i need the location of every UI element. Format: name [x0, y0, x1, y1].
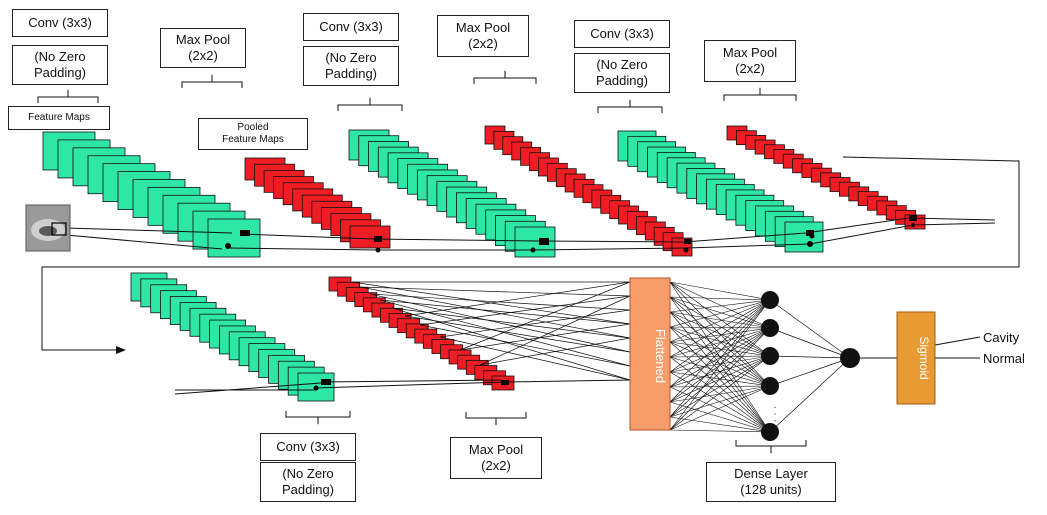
- pool4-label: Max Pool (2x2): [450, 437, 542, 479]
- dense-node-4: [761, 377, 779, 395]
- dense-node-5: [761, 423, 779, 441]
- flattened-layer: [629, 277, 671, 431]
- dense-node-2: [761, 319, 779, 337]
- conv2-label: Conv (3x3): [303, 13, 399, 41]
- conv1-label: Conv (3x3): [12, 9, 108, 37]
- dense-node-1: [761, 291, 779, 309]
- output-cavity-label: Cavity: [983, 330, 1020, 345]
- output-normal-label: Normal: [983, 351, 1025, 366]
- conv2-padding-label: (No Zero Padding): [303, 46, 399, 86]
- input-image-icon: [25, 204, 71, 252]
- conv4-stack: [130, 272, 335, 402]
- pool2-label: Max Pool (2x2): [437, 15, 529, 57]
- pool2-stack: [484, 125, 693, 257]
- output-node: [840, 348, 860, 368]
- pool1-label: Max Pool (2x2): [160, 28, 246, 68]
- braces: [37, 70, 807, 454]
- conv3-label: Conv (3x3): [574, 20, 670, 48]
- sigmoid-layer: [896, 311, 936, 405]
- conv4-label: Conv (3x3): [260, 433, 356, 461]
- dense-dots: · · ·: [769, 405, 781, 422]
- dense-layer-label: Dense Layer (128 units): [706, 462, 836, 502]
- conv1-stack: [42, 131, 261, 258]
- feature-maps-label: Feature Maps: [8, 106, 110, 130]
- pool1-stack: [244, 157, 391, 249]
- conv3-padding-label: (No Zero Padding): [574, 53, 670, 93]
- sigmoid-label: Sigmoid: [917, 336, 931, 379]
- pooled-maps-label: Pooled Feature Maps: [198, 118, 308, 150]
- dense-node-3: [761, 347, 779, 365]
- connection-lines: [41, 156, 1020, 433]
- conv3-stack: [617, 130, 824, 253]
- pool3-label: Max Pool (2x2): [704, 40, 796, 82]
- pool4-stack: [328, 276, 515, 391]
- feature-map-stacks: [42, 125, 926, 402]
- conv4-padding-label: (No Zero Padding): [260, 462, 356, 502]
- dense-nodes: [761, 291, 860, 441]
- conv1-padding-label: (No Zero Padding): [12, 45, 108, 85]
- flattened-label: Flattened: [653, 329, 668, 383]
- conv2-stack: [348, 129, 556, 258]
